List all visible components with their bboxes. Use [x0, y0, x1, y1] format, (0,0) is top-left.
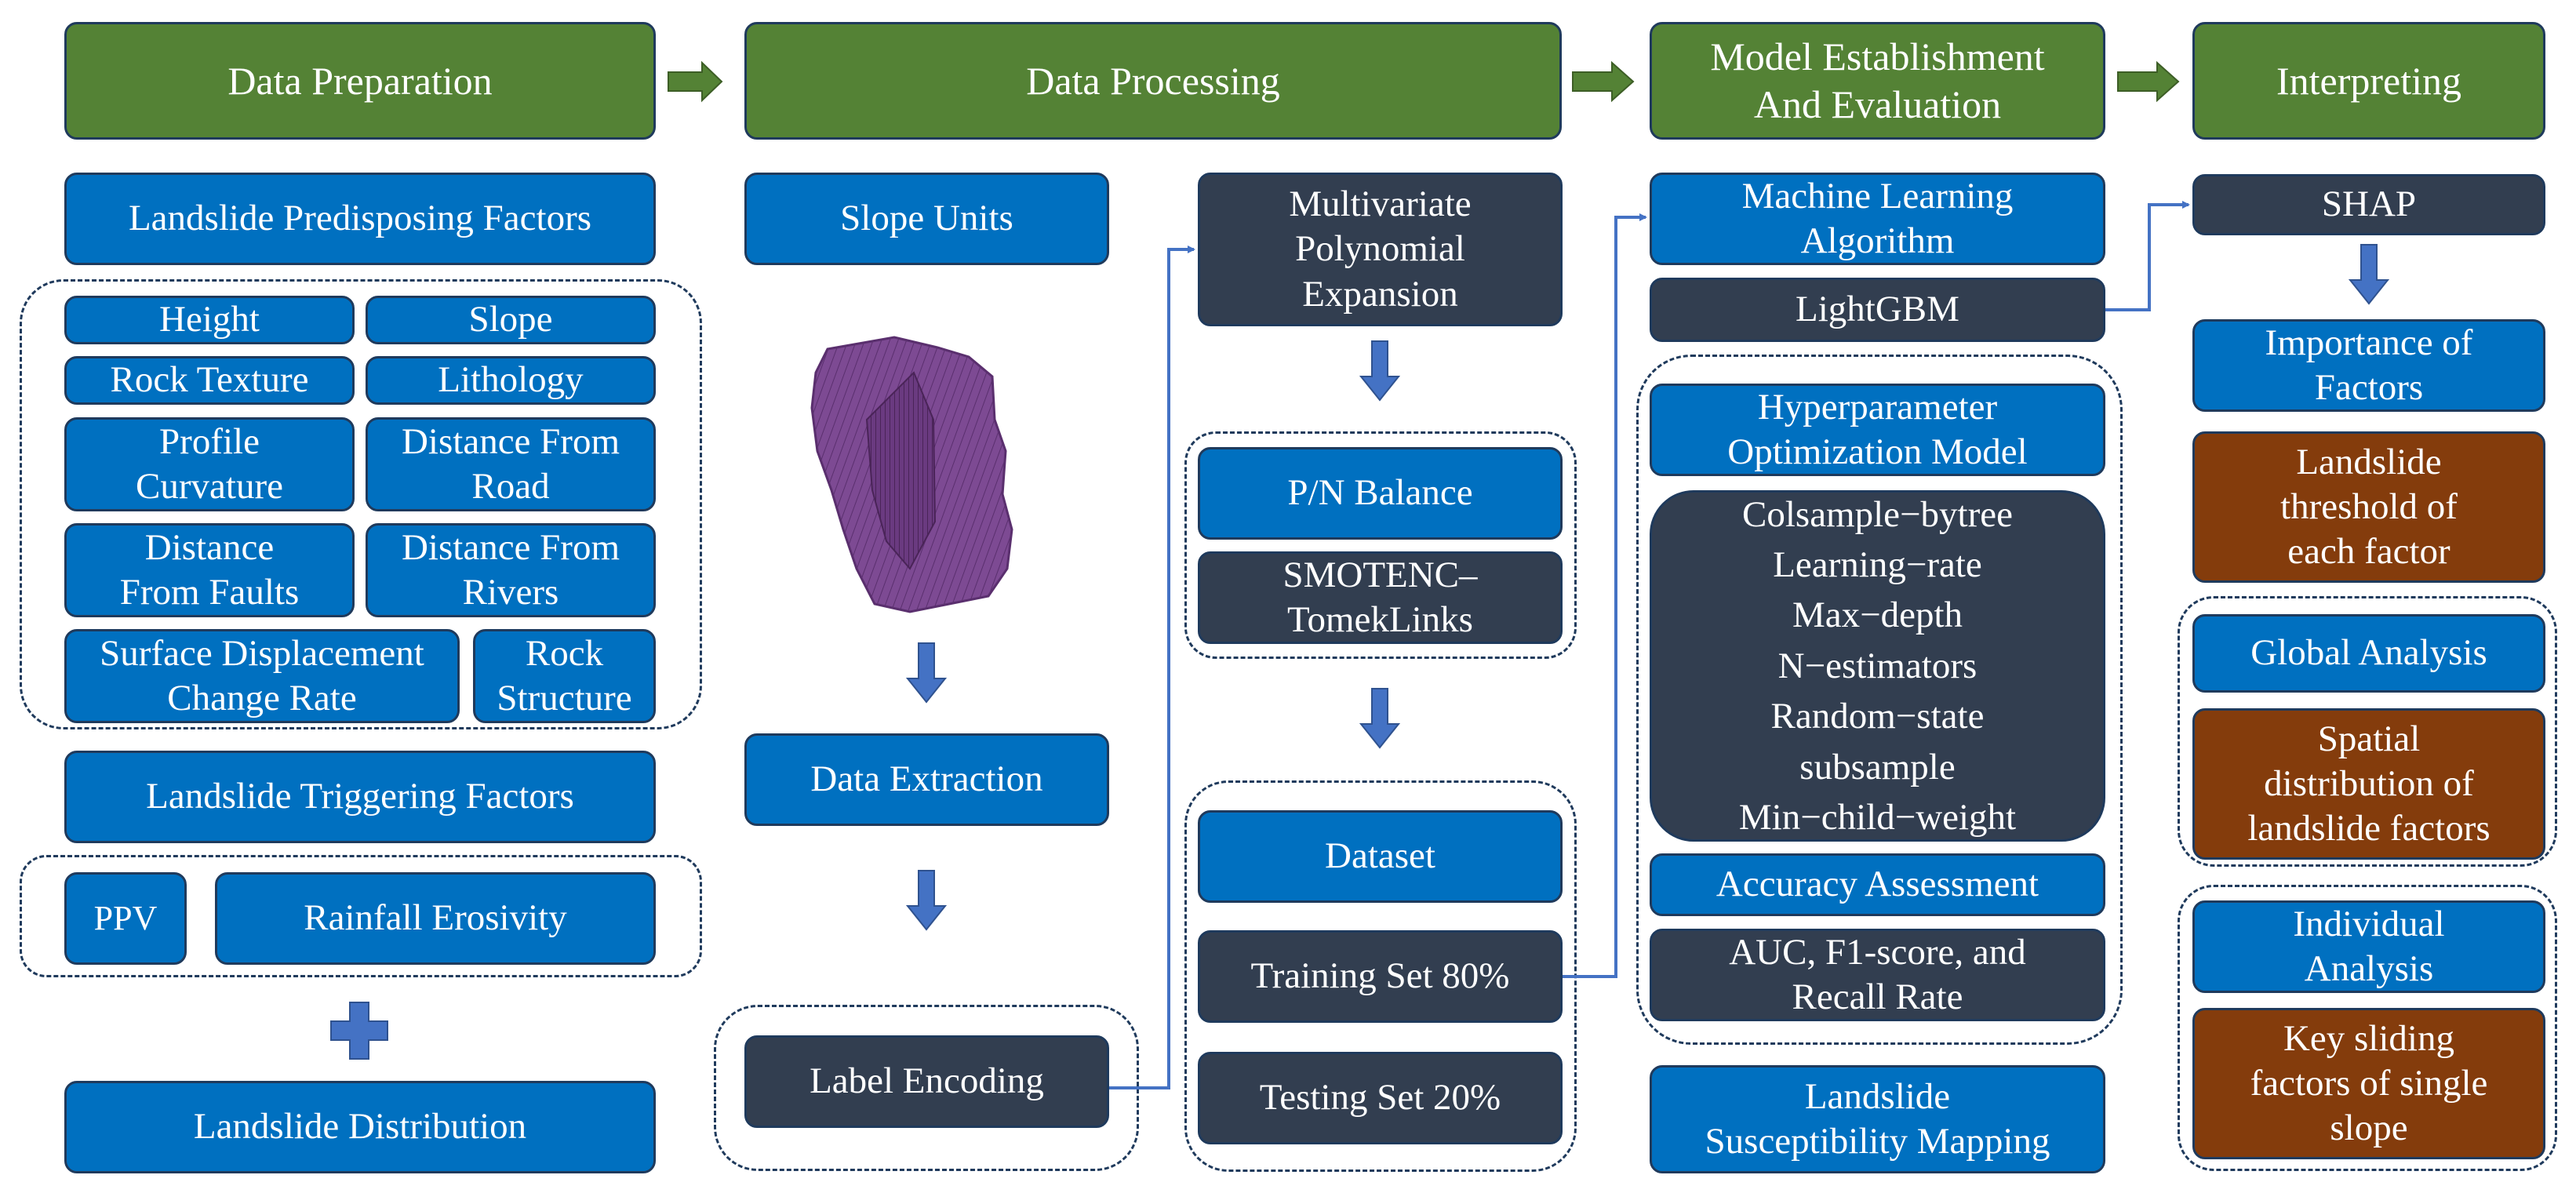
- arrow-right-icon: [1572, 60, 1635, 103]
- factor-distance-road: Distance From Road: [366, 417, 656, 511]
- key-sliding-factors-box: Key sliding factors of single slope: [2192, 1008, 2545, 1159]
- predisposing-factors-group: [20, 279, 702, 729]
- triggering-factors-group: [20, 855, 702, 977]
- predisposing-factors-box: Landslide Predisposing Factors: [64, 173, 656, 265]
- dataset-box: Dataset: [1198, 810, 1563, 903]
- factor-surface-displacement: Surface Displacement Change Rate: [64, 629, 460, 723]
- accuracy-assessment-box: Accuracy Assessment: [1650, 853, 2105, 916]
- arrow-down-icon: [2348, 244, 2390, 305]
- importance-of-factors-box: Importance of Factors: [2192, 319, 2545, 412]
- global-analysis-group: [2178, 596, 2557, 867]
- connector-training-to-ml: [1563, 213, 1647, 978]
- landslide-distribution-box: Landslide Distribution: [64, 1081, 656, 1173]
- arrow-down-icon: [1359, 340, 1401, 402]
- hyperparameter-group: [1636, 355, 2123, 1045]
- polynomial-expansion-box: Multivariate Polynomial Expansion: [1198, 173, 1563, 326]
- triggering-factors-box: Landslide Triggering Factors: [64, 751, 656, 843]
- testing-set-box: Testing Set 20%: [1198, 1052, 1563, 1144]
- global-analysis-box: Global Analysis: [2192, 614, 2545, 693]
- factor-rock-texture: Rock Texture: [64, 356, 355, 405]
- hyperparameter-list: Colsample−bytree Learning−rate Max−depth…: [1650, 490, 2105, 842]
- factor-lithology: Lithology: [366, 356, 656, 405]
- connector-label-to-polynomial: [1109, 246, 1195, 1089]
- individual-analysis-box: Individual Analysis: [2192, 900, 2545, 993]
- susceptibility-mapping-box: Landslide Susceptibility Mapping: [1650, 1065, 2105, 1173]
- connector-lightgbm-to-shap: [2105, 201, 2190, 311]
- slope-units-map-icon: [810, 336, 1013, 613]
- stage-data-preparation: Data Preparation: [64, 22, 656, 140]
- spatial-distribution-box: Spatial distribution of landslide factor…: [2192, 708, 2545, 860]
- lightgbm-box: LightGBM: [1650, 278, 2105, 342]
- stage-interpreting: Interpreting: [2192, 22, 2545, 140]
- ml-algorithm-box: Machine Learning Algorithm: [1650, 173, 2105, 265]
- arrow-down-icon: [905, 642, 948, 704]
- factor-rock-structure: Rock Structure: [473, 629, 656, 723]
- pn-balance-box: P/N Balance: [1198, 447, 1563, 540]
- training-set-box: Training Set 80%: [1198, 930, 1563, 1023]
- stage-model-establishment: Model Establishment And Evaluation: [1650, 22, 2105, 140]
- data-extraction-box: Data Extraction: [744, 733, 1109, 826]
- landslide-threshold-box: Landslide threshold of each factor: [2192, 431, 2545, 583]
- hyperparameter-box: Hyperparameter Optimization Model: [1650, 384, 2105, 476]
- label-encoding-box: Label Encoding: [744, 1035, 1109, 1128]
- metrics-box: AUC, F1-score, and Recall Rate: [1650, 929, 2105, 1021]
- arrow-down-icon: [1359, 688, 1401, 749]
- slope-units-box: Slope Units: [744, 173, 1109, 265]
- factor-slope: Slope: [366, 296, 656, 344]
- arrow-right-icon: [668, 60, 723, 103]
- balance-group: [1184, 431, 1577, 659]
- factor-ppv: PPV: [64, 872, 187, 965]
- smotenc-tomeklinks-box: SMOTENC– TomekLinks: [1198, 551, 1563, 644]
- plus-icon: [330, 1002, 388, 1060]
- factor-distance-faults: Distance From Faults: [64, 523, 355, 617]
- stage-data-processing: Data Processing: [744, 22, 1562, 140]
- factor-rainfall-erosivity: Rainfall Erosivity: [215, 872, 656, 965]
- individual-analysis-group: [2178, 885, 2557, 1171]
- shap-box: SHAP: [2192, 174, 2545, 235]
- arrow-right-icon: [2117, 60, 2180, 103]
- factor-profile-curvature: Profile Curvature: [64, 417, 355, 511]
- factor-distance-rivers: Distance From Rivers: [366, 523, 656, 617]
- arrow-down-icon: [905, 870, 948, 931]
- factor-height: Height: [64, 296, 355, 344]
